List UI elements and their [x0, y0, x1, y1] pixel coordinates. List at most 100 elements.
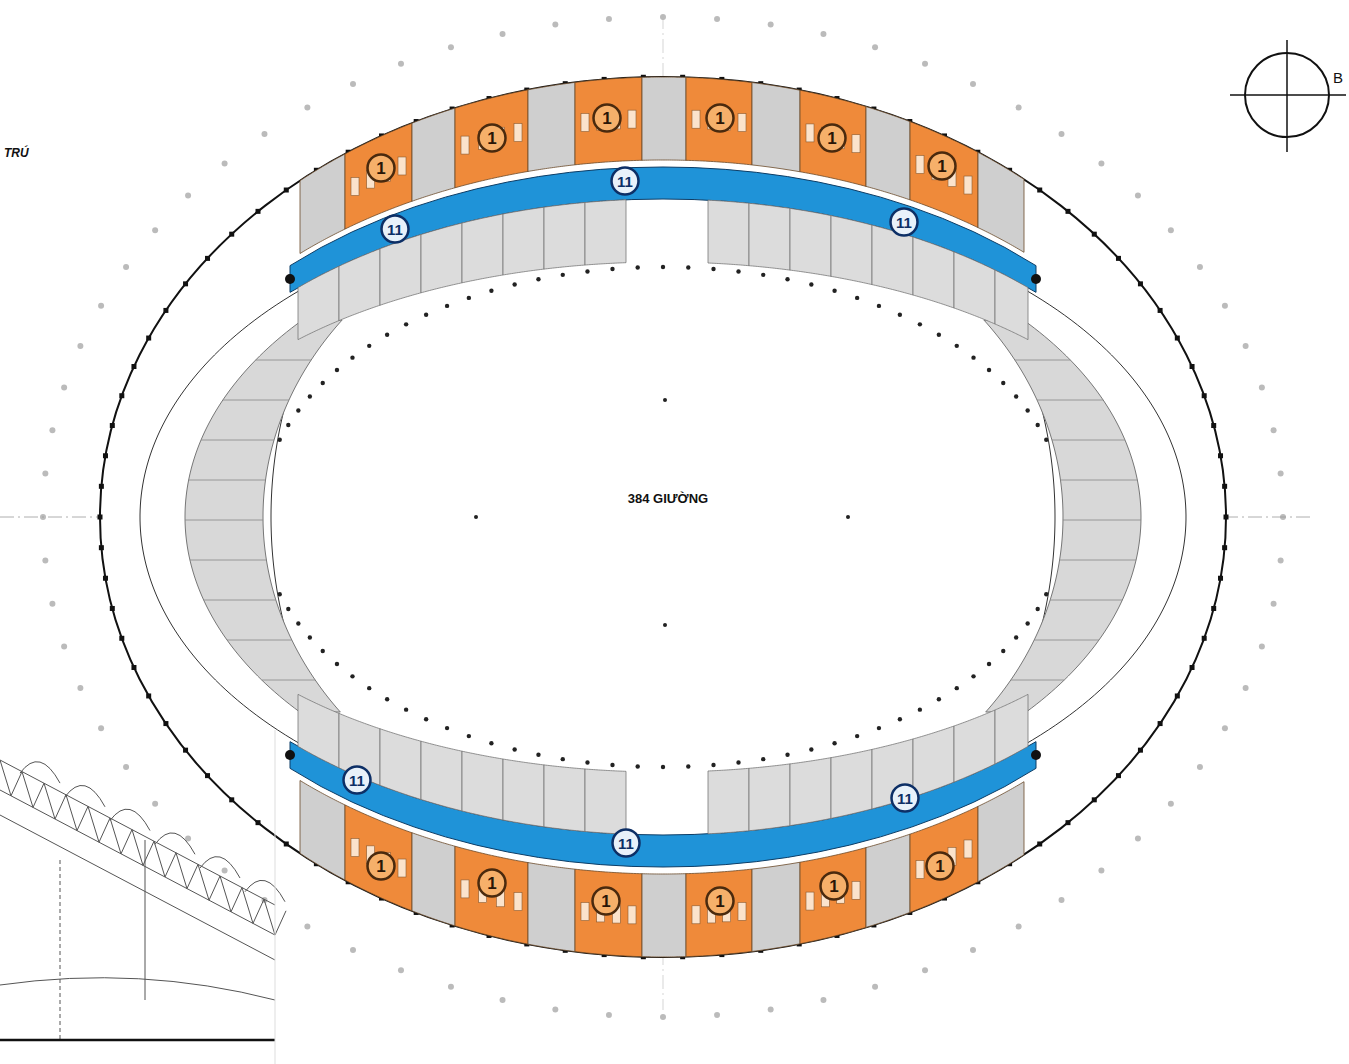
column-dot: [536, 277, 540, 281]
service-room: [642, 874, 686, 957]
grey-room: [339, 249, 380, 321]
column: [1218, 453, 1223, 458]
column-dot: [561, 273, 565, 277]
column-dot: [1259, 385, 1265, 391]
column-dot: [1036, 423, 1040, 427]
column-dot: [308, 635, 312, 639]
room-wall: [227, 640, 292, 641]
service-room: [528, 82, 575, 171]
column-dot: [761, 273, 765, 277]
callout-circle: 11: [889, 207, 919, 237]
column: [1138, 281, 1143, 286]
room-wall: [190, 560, 266, 561]
grey-room: [995, 694, 1028, 764]
grey-room: [995, 270, 1028, 340]
column-dot: [1243, 343, 1249, 349]
service-room: [866, 107, 910, 200]
grey-room: [708, 768, 749, 834]
grey-room: [298, 694, 339, 767]
side-rooms: [984, 320, 1141, 712]
callout-circle: [594, 105, 621, 132]
room-wall: [185, 520, 263, 521]
column-dot: [635, 265, 639, 269]
room-wall: [1050, 600, 1122, 601]
column-dot: [489, 741, 493, 745]
column-dot: [500, 997, 506, 1003]
sheet-title: TRÚ: [4, 147, 29, 160]
column-dot: [552, 22, 558, 28]
column-dot: [877, 726, 881, 730]
column-dot: [922, 967, 928, 973]
callout-circle: 1: [366, 153, 396, 183]
column-dot: [1014, 394, 1018, 398]
bed-symbol: [852, 881, 860, 899]
column: [183, 281, 188, 286]
callout-circle: [382, 216, 409, 243]
callout-circle: 1: [819, 871, 849, 901]
column: [1037, 841, 1042, 846]
column-dot: [304, 104, 310, 110]
callout-circle: [891, 209, 918, 236]
column: [99, 545, 104, 550]
room-wall: [1060, 560, 1136, 561]
callout-circle: 1: [477, 123, 507, 153]
grey-room: [831, 749, 872, 818]
column-dot: [512, 282, 516, 286]
column: [1158, 721, 1163, 726]
column-dot: [898, 313, 902, 317]
callout-circle: [819, 125, 846, 152]
callout-number: 11: [617, 174, 633, 189]
callout-number: 11: [349, 773, 365, 788]
column: [99, 484, 104, 489]
callout-circle: [479, 125, 506, 152]
column-dot: [286, 607, 290, 611]
column-dot: [424, 717, 428, 721]
column-dot: [635, 764, 639, 768]
callout-number: 1: [487, 130, 496, 147]
callout-circle: [368, 155, 395, 182]
room-wall: [1011, 680, 1064, 681]
column-dot: [398, 967, 404, 973]
bed-symbol: [514, 124, 522, 142]
column-dot: [1016, 104, 1022, 110]
column-dot: [768, 22, 774, 28]
callout-circle: [821, 873, 848, 900]
grey-room: [462, 751, 503, 820]
callout-circle: [479, 870, 506, 897]
grey-room: [503, 207, 544, 275]
bed-symbol: [916, 861, 924, 879]
column-dot: [1014, 635, 1018, 639]
column-dot: [489, 289, 493, 293]
ward-room: [575, 869, 642, 957]
callout-circle: [929, 153, 956, 180]
column-dot: [308, 394, 312, 398]
marker-dot: [846, 515, 850, 519]
callout-circle: 1: [925, 851, 955, 881]
column: [1218, 576, 1223, 581]
column: [110, 423, 115, 428]
column-dot: [971, 674, 975, 678]
callout-number: 1: [601, 893, 610, 910]
column-dot: [296, 621, 300, 625]
callout-circle: 1: [705, 886, 735, 916]
callout-number: 1: [487, 875, 496, 892]
grey-room: [749, 203, 790, 270]
column-dot: [686, 764, 690, 768]
service-room: [528, 863, 575, 952]
column-dot: [500, 31, 506, 37]
column-dot: [1098, 868, 1104, 874]
column-dot: [350, 81, 356, 87]
ward-room: [800, 90, 866, 186]
corridor-end: [1031, 750, 1041, 760]
bed-symbol: [461, 880, 469, 898]
service-room: [412, 833, 455, 926]
bed-symbol: [692, 906, 700, 924]
service-room: [752, 862, 800, 951]
callout-number: 11: [897, 791, 913, 806]
grey-room: [585, 200, 626, 265]
column-dot: [872, 984, 878, 990]
column-dot: [222, 160, 228, 166]
callout-circle: [612, 168, 639, 195]
column-dot: [296, 408, 300, 412]
